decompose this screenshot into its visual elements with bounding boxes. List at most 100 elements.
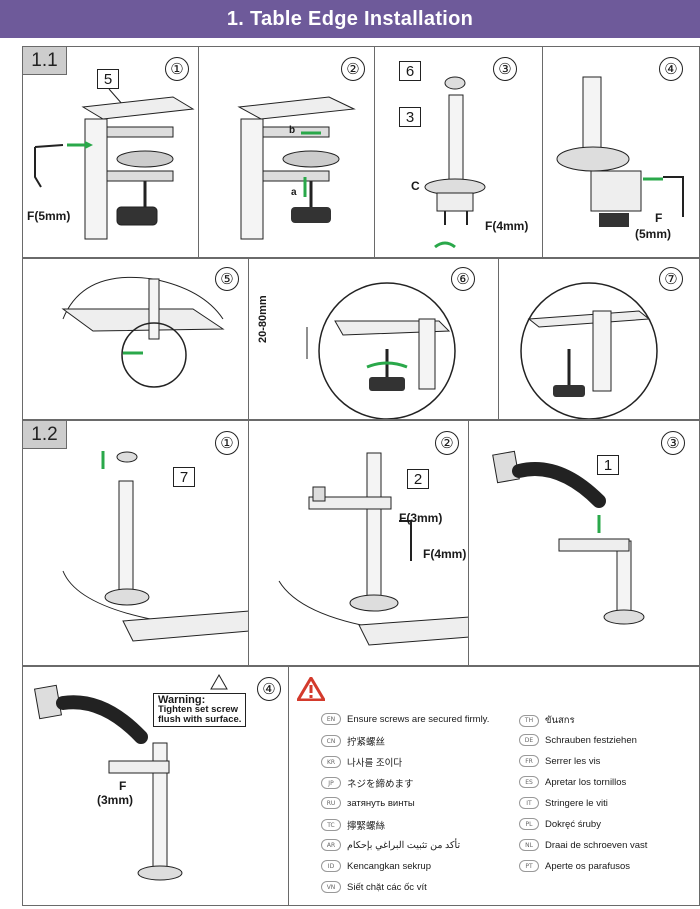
step-number: ④ — [257, 677, 281, 701]
step-number: ⑥ — [451, 267, 475, 291]
part-label-5: 5 — [97, 69, 119, 89]
page-title: 1. Table Edge Installation — [226, 7, 474, 30]
language-item-ar: AR تأكد من تثبيت البراغي بإحكام — [321, 839, 460, 851]
section-1-1-tag: 1.1 — [23, 47, 67, 75]
panel-1-2-step-4: ④ Warning: Tighten set screw flush with … — [23, 667, 289, 905]
language-code-badge: ES — [519, 776, 539, 788]
row-4: ④ Warning: Tighten set screw flush with … — [22, 666, 700, 906]
tool-3mm-label: (3mm) — [97, 793, 134, 807]
language-item-en: EN Ensure screws are secured firmly. — [321, 713, 489, 725]
language-instruction-text: Apretar los tornillos — [545, 776, 627, 788]
language-code-badge: DE — [519, 734, 539, 746]
language-code-badge: VN — [321, 881, 341, 893]
language-code-badge: PL — [519, 818, 539, 830]
clamp-tightened-illustration — [520, 282, 658, 419]
language-instruction-text: ネジを締めます — [347, 779, 414, 790]
language-instruction-text: Dokręć śruby — [545, 818, 601, 830]
panel-1-1-step-2: ② b a — [199, 47, 375, 257]
panel-step-5: ⑤ — [23, 259, 249, 419]
language-code-badge: CN — [321, 735, 341, 747]
clamp-illustration — [34, 88, 195, 240]
language-item-cn: CN 拧紧螺丝 — [321, 734, 385, 748]
pole-cap-illustration — [62, 451, 248, 642]
language-item-pl: PL Dokręć śruby — [519, 818, 601, 830]
multilingual-instructions: EN Ensure screws are secured firmly. CN 拧紧螺… — [289, 667, 699, 905]
language-item-ru: RU затянуть винты — [321, 797, 415, 809]
panel-step-7: ⑦ — [499, 259, 699, 419]
part-label-c: C — [411, 179, 420, 193]
language-instruction-text: затянуть винты — [347, 797, 415, 809]
thickness-range-label: 20-80mm — [257, 295, 269, 343]
row-3: 1.2 ① 7 ② 2 F(3mm) F(4mm) ③ 1 — [22, 420, 700, 666]
language-code-badge: RU — [321, 797, 341, 809]
panel-1-1-step-3: ③ 6 3 C F(4mm) — [375, 47, 543, 257]
language-instruction-text: Siết chặt các ốc vít — [347, 881, 427, 893]
warning-title: Warning: — [158, 694, 206, 706]
arm-attach-illustration — [278, 452, 468, 646]
language-instruction-text: Aperte os parafusos — [545, 860, 631, 872]
step-number: ⑦ — [659, 267, 683, 291]
part-label-6: 6 — [399, 61, 421, 81]
language-code-badge: PT — [519, 860, 539, 872]
tool-f-label: F — [655, 211, 663, 225]
step-number: ① — [215, 431, 239, 455]
language-code-badge: FR — [519, 755, 539, 767]
clamp-illustration — [237, 96, 356, 240]
language-item-de: DE Schrauben festziehen — [519, 734, 637, 746]
step-number: ① — [165, 57, 189, 81]
part-label-2: 2 — [407, 469, 429, 489]
language-item-tc: TC 擰緊螺絲 — [321, 818, 385, 832]
part-label-7: 7 — [173, 467, 195, 487]
tool-f3mm-label: F(3mm) — [399, 511, 443, 525]
language-code-badge: TH — [519, 714, 539, 727]
part-label-b: b — [289, 125, 296, 136]
step-number: ③ — [661, 431, 685, 455]
language-item-nl: NL Draai de schroeven vast — [519, 839, 647, 851]
mount-closeup-illustration — [61, 276, 225, 388]
panel-1-1-step-1: 1.1 ① 5 F(5mm) — [23, 47, 199, 257]
language-code-badge: IT — [519, 797, 539, 809]
language-item-es: ES Apretar los tornillos — [519, 776, 626, 788]
clamp-thickness-illustration — [306, 282, 456, 419]
language-code-badge: EN — [321, 713, 341, 725]
panel-1-2-step-1: 1.2 ① 7 — [23, 421, 249, 665]
language-code-badge: JP — [321, 777, 341, 789]
language-instruction-text: Ensure screws are secured firmly. — [347, 713, 490, 725]
panel-1-1-step-4: ④ F (5mm) — [543, 47, 699, 257]
language-instruction-text: Stringere le viti — [545, 797, 608, 809]
part-label-a: a — [291, 187, 297, 198]
language-code-badge: ID — [321, 860, 341, 872]
language-instruction-text: Draai de schroeven vast — [545, 839, 648, 851]
language-item-jp: JP ネジを締めます — [321, 776, 414, 790]
language-instruction-text: Schrauben festziehen — [545, 734, 637, 746]
language-code-badge: KR — [321, 756, 341, 768]
panel-step-6: ⑥ 20-80mm — [249, 259, 499, 419]
warning-line-2: flush with surface. — [158, 714, 242, 725]
step-number: ② — [435, 431, 459, 455]
language-item-pt: PT Aperte os parafusos — [519, 860, 630, 872]
language-item-id: ID Kencangkan sekrup — [321, 860, 431, 872]
step-number: ③ — [493, 57, 517, 81]
row-2: ⑤ ⑥ 20-80mm ⑦ — [22, 258, 700, 420]
language-instruction-text: 拧紧螺丝 — [347, 737, 386, 748]
language-instruction-text: تأكد من تثبيت البراغي بإحكام — [347, 839, 461, 851]
warning-line-1: Tighten set screw — [158, 704, 239, 715]
section-1-2-tag: 1.2 — [23, 421, 67, 449]
language-item-vn: VN Siết chặt các ốc vít — [321, 881, 427, 893]
language-code-badge: NL — [519, 839, 539, 851]
pole-base-illustration — [424, 76, 486, 249]
title-banner: 1. Table Edge Installation — [0, 0, 700, 38]
language-code-badge: AR — [321, 839, 341, 851]
language-code-badge: TC — [321, 819, 341, 831]
language-instruction-text: 擰緊螺絲 — [347, 821, 386, 832]
warning-triangle-icon — [297, 677, 325, 701]
tool-f-label: F — [119, 779, 127, 793]
language-item-th: TH ขันสกร — [519, 713, 575, 728]
language-item-kr: KR 나사를 조이다 — [321, 755, 402, 769]
language-instruction-text: Kencangkan sekrup — [347, 860, 431, 872]
panel-1-2-step-3: ③ 1 — [469, 421, 699, 665]
language-instruction-text: ขันสกร — [545, 715, 575, 726]
gas-arm-illustration — [492, 450, 645, 625]
language-instruction-text: 나사를 조이다 — [347, 758, 403, 769]
